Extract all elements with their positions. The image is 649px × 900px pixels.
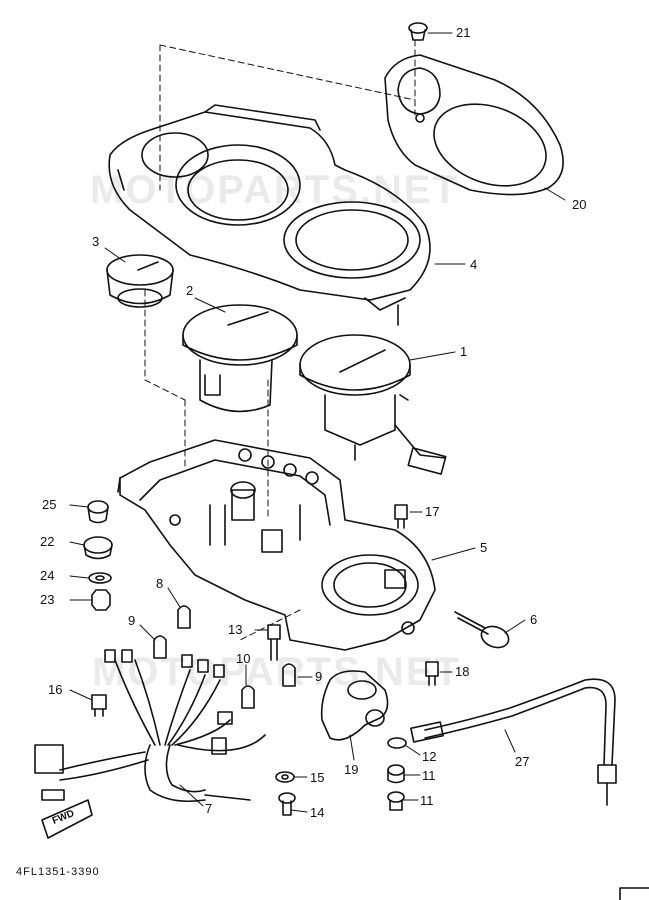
callout-22: 21 xyxy=(456,25,471,40)
callout-11: 11 xyxy=(420,793,434,808)
callout-26: 25 xyxy=(42,497,57,512)
callout-12: 11 xyxy=(422,768,436,783)
part-1-speedometer xyxy=(299,334,447,475)
part-8-bulb xyxy=(177,605,191,629)
callout-27: 27 xyxy=(515,754,530,769)
callout-4: 4 xyxy=(470,257,478,272)
frame-corner-mark xyxy=(619,887,649,900)
drawing-code: 4FL1351-3390 xyxy=(16,866,100,878)
part-21-bezel xyxy=(384,54,564,196)
callout-18: 17 xyxy=(425,504,440,519)
part-22-screw xyxy=(408,22,428,41)
part-18-socket xyxy=(394,504,408,529)
callout-5: 5 xyxy=(480,540,488,555)
part-4-meter-case-top xyxy=(108,104,431,326)
part-24-nut xyxy=(91,589,111,611)
part-14-socket xyxy=(267,624,281,661)
callout-9-right: 9 xyxy=(315,669,323,684)
part-19-socket xyxy=(425,661,439,686)
alignment-lines xyxy=(144,39,416,641)
callout-13: 12 xyxy=(422,749,437,764)
callout-6: 6 xyxy=(530,612,538,627)
callout-14: 13 xyxy=(228,622,243,637)
callout-16: 15 xyxy=(310,770,325,785)
callout-24: 23 xyxy=(40,592,55,607)
callout-21: 20 xyxy=(572,197,587,212)
part-27-cable xyxy=(410,678,617,806)
part-20-sensor-housing xyxy=(320,670,389,741)
watermark-top: MOTOPARTS.NET xyxy=(90,168,459,212)
callout-15: 14 xyxy=(310,805,325,820)
part-25-washer xyxy=(88,572,112,584)
fwd-arrow xyxy=(41,799,93,839)
callout-23: 22 xyxy=(40,534,55,549)
watermark-bottom: MOTOPARTS.NET xyxy=(92,650,461,694)
part-11-bolt xyxy=(387,791,405,811)
part-17-plug xyxy=(91,694,107,717)
callout-9-left: 9 xyxy=(128,613,136,628)
callout-25: 24 xyxy=(40,568,55,583)
part-5-lower-case xyxy=(117,439,436,651)
part-2-tachometer xyxy=(182,304,298,413)
callout-10: 10 xyxy=(236,651,251,666)
part-26-grommet xyxy=(87,500,109,524)
part-23-damper xyxy=(83,536,113,560)
callout-7: 7 xyxy=(205,801,213,816)
callout-19: 18 xyxy=(455,664,470,679)
callout-3: 3 xyxy=(92,234,100,249)
part-12-collar xyxy=(387,764,405,784)
leader-lines xyxy=(69,32,566,813)
part-10-bulb xyxy=(241,685,255,709)
part-3-gauge xyxy=(106,254,174,308)
part-15-screw xyxy=(278,792,296,816)
part-6-knob xyxy=(454,611,510,649)
part-7-harness xyxy=(34,649,266,803)
callout-8: 8 xyxy=(156,576,164,591)
part-9-bulb xyxy=(153,635,296,687)
part-16-washer xyxy=(275,771,295,783)
callout-1: 1 xyxy=(460,344,468,359)
callout-17: 16 xyxy=(48,682,63,697)
callout-2: 2 xyxy=(186,283,194,298)
callout-20: 19 xyxy=(344,762,359,777)
part-13-washer xyxy=(387,737,407,749)
